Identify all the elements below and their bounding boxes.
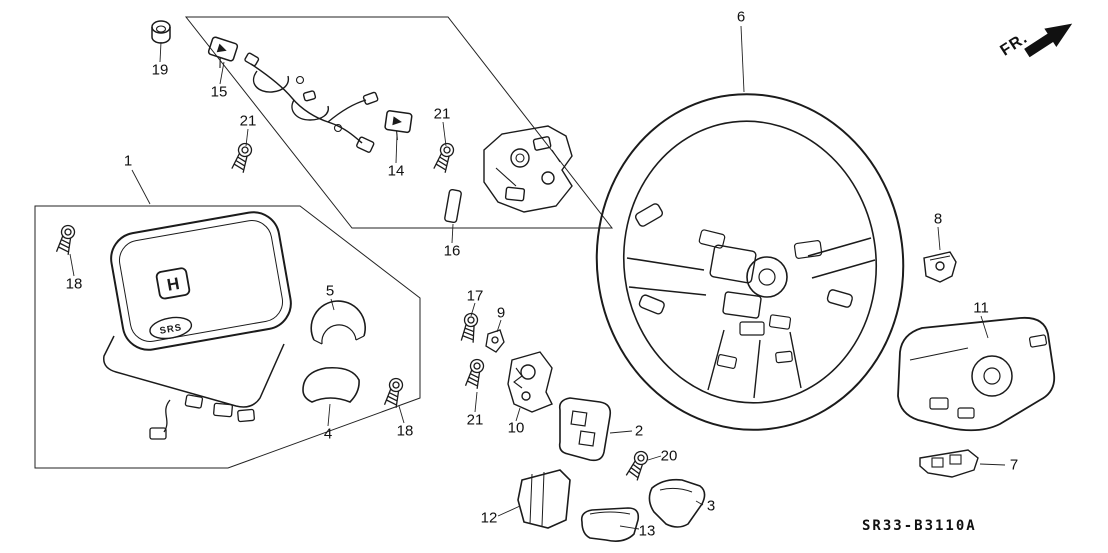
- part-14-switch: [384, 110, 413, 141]
- boundary-box-switch-group: [184, 16, 614, 229]
- callout-21-c: 21: [466, 411, 484, 429]
- part-12-cover: [517, 469, 571, 529]
- callout-21-b: 21: [433, 105, 451, 123]
- part-19-nut: [151, 20, 171, 44]
- callout-19: 19: [151, 61, 169, 79]
- callout-3: 3: [706, 497, 716, 515]
- part-18-screw-b: [383, 376, 405, 409]
- callout-12: 12: [480, 509, 498, 527]
- part-3-cover: [648, 478, 706, 528]
- part-5-ring: [310, 300, 366, 345]
- part-wire-harness: [244, 52, 379, 153]
- part-15-switch: [207, 36, 239, 69]
- srs-badge-text: SRS: [159, 322, 183, 337]
- callout-6: 6: [736, 8, 746, 26]
- callout-21-a: 21: [239, 112, 257, 130]
- part-6-steering-wheel: [595, 93, 905, 431]
- part-20-screw: [625, 448, 651, 482]
- part-17-screw: [460, 311, 480, 344]
- callout-16: 16: [443, 242, 461, 260]
- callout-9: 9: [496, 304, 506, 322]
- part-2-cover: [558, 397, 612, 462]
- callout-18-b: 18: [396, 422, 414, 440]
- callout-14: 14: [387, 162, 405, 180]
- srs-badge-oval: [149, 316, 193, 340]
- callout-10: 10: [507, 419, 525, 437]
- part-9-clip: [485, 329, 505, 353]
- part-contact-assembly: [483, 125, 573, 213]
- part-8-bracket: [923, 251, 957, 283]
- boundary-box-airbag-group: [34, 205, 421, 469]
- airbag-wiring: [149, 394, 255, 440]
- callout-11: 11: [973, 299, 989, 317]
- callout-20: 20: [660, 447, 678, 465]
- part-21-screw-a: [230, 141, 254, 174]
- fr-arrow-icon: [1024, 23, 1073, 58]
- part-18-screw-a: [55, 223, 77, 256]
- callout-13: 13: [638, 522, 656, 540]
- callout-2: 2: [634, 422, 644, 440]
- part-21-screw-b: [432, 141, 456, 174]
- part-7-bracket: [919, 449, 979, 478]
- honda-logo-letter: H: [165, 274, 180, 295]
- part-1-airbag-module: H SRS: [103, 211, 292, 440]
- callout-5: 5: [325, 282, 335, 300]
- callout-18-a: 18: [65, 275, 83, 293]
- part-10-bracket: [507, 351, 553, 413]
- callout-17: 17: [466, 287, 484, 305]
- diagram-code: SR33-B3110A: [862, 518, 977, 534]
- honda-logo-box: [155, 267, 191, 300]
- part-16-slider: [444, 188, 462, 224]
- callout-15: 15: [210, 83, 228, 101]
- callout-4: 4: [323, 425, 333, 443]
- callout-1: 1: [123, 152, 133, 170]
- callout-7: 7: [1009, 456, 1019, 474]
- leader-lines: [69, 25, 1006, 530]
- callout-8: 8: [933, 210, 943, 228]
- part-13-cover: [580, 507, 640, 542]
- part-11-cover: [897, 316, 1056, 432]
- part-4-plate: [302, 366, 360, 403]
- part-21-screw-c: [464, 357, 486, 390]
